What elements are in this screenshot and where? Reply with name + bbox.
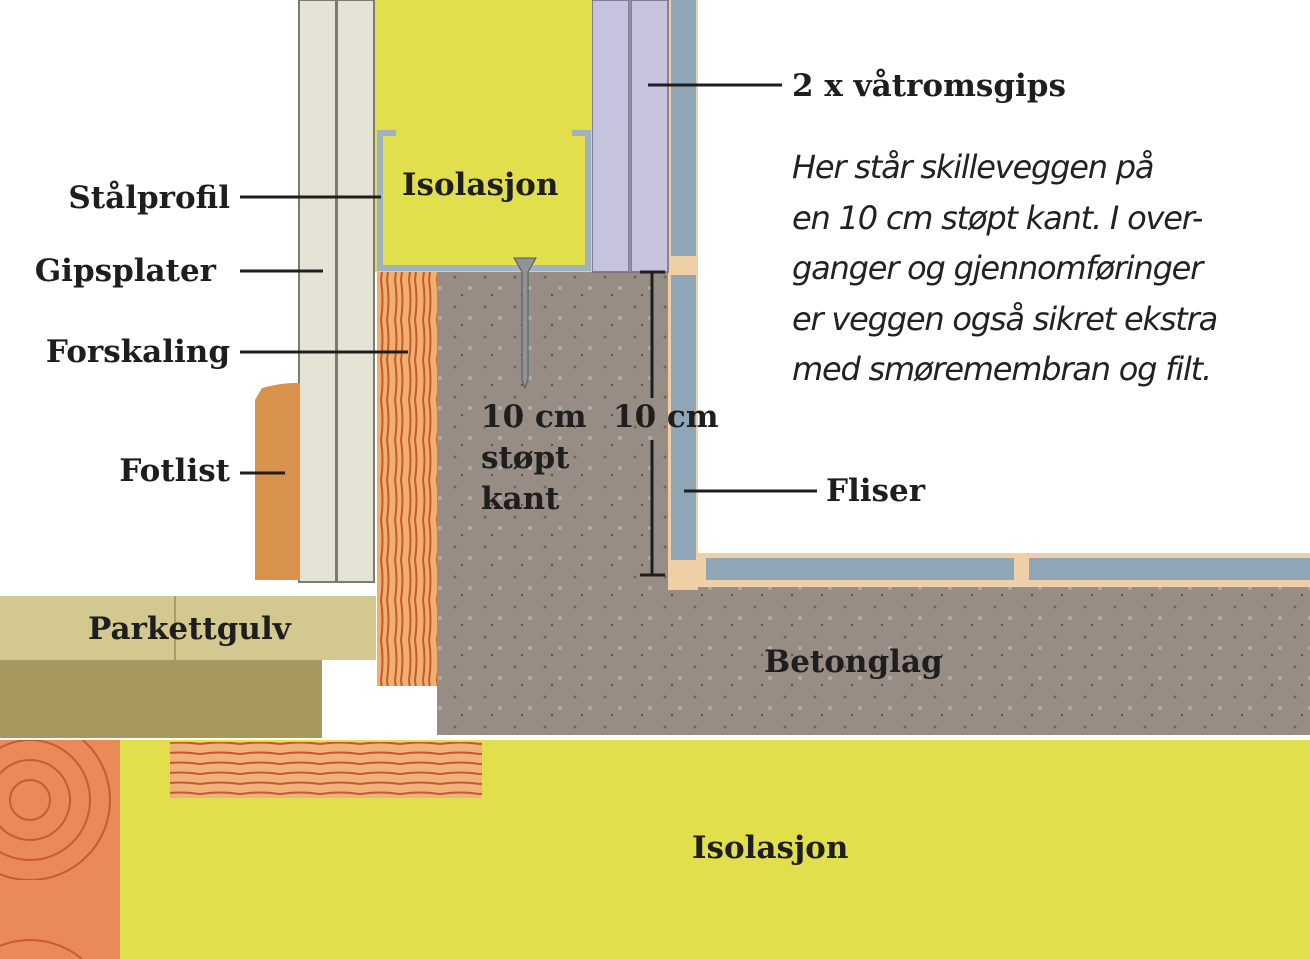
label-stalprofil: Stålprofil [68, 179, 230, 216]
floor-tile [706, 558, 1014, 580]
steel-profile [377, 130, 591, 271]
label-gipsplater: Gipsplater [35, 253, 217, 289]
label-fotlist: Fotlist [119, 453, 230, 489]
wetroom-gypsum-board [630, 0, 669, 273]
formwork-board [377, 272, 437, 686]
label-betonglag: Betonglag [764, 644, 943, 680]
baseboard [255, 382, 300, 580]
screw [513, 257, 537, 390]
label-dim-upstand-2: støpt [481, 440, 570, 476]
wall-tile [671, 0, 696, 256]
timber-plank [170, 742, 482, 798]
gypsum-board [298, 0, 337, 583]
note-line: en 10 cm støpt kant. I over- [792, 198, 1203, 237]
note-line: er veggen også sikret ekstra [792, 299, 1218, 338]
note-line: Her står skilleveggen på [792, 148, 1155, 186]
dimension-line [640, 270, 665, 577]
concrete-slab [437, 585, 1310, 735]
label-isolasjon-wall: Isolasjon [402, 167, 558, 203]
wall-tile [671, 275, 696, 560]
label-isolasjon-floor: Isolasjon [692, 830, 848, 866]
label-vatromsgips: 2 x våtromsgips [792, 67, 1066, 104]
wetroom-gypsum-board [591, 0, 630, 273]
parquet-base [0, 660, 322, 738]
concrete-upstand [437, 272, 669, 592]
description-note: Her står skilleveggen på en 10 cm støpt … [792, 142, 1292, 395]
note-line: ganger og gjennomføringer [792, 249, 1203, 287]
label-dim-height: 10 cm [613, 399, 719, 435]
parquet-top [0, 596, 376, 660]
joist-end-grain [0, 740, 120, 959]
label-forskaling: Forskaling [46, 334, 230, 370]
label-dim-upstand-1: 10 cm [481, 399, 587, 435]
gypsum-board [336, 0, 375, 583]
label-dim-upstand-3: kant [481, 481, 560, 517]
floor-tile [1029, 558, 1310, 580]
wall-insulation [375, 0, 592, 272]
label-fliser: Fliser [826, 473, 926, 509]
leader-lines [240, 83, 817, 493]
label-parkettgulv: Parkettgulv [88, 611, 292, 647]
note-line: med smøremembran og filt. [792, 350, 1212, 388]
